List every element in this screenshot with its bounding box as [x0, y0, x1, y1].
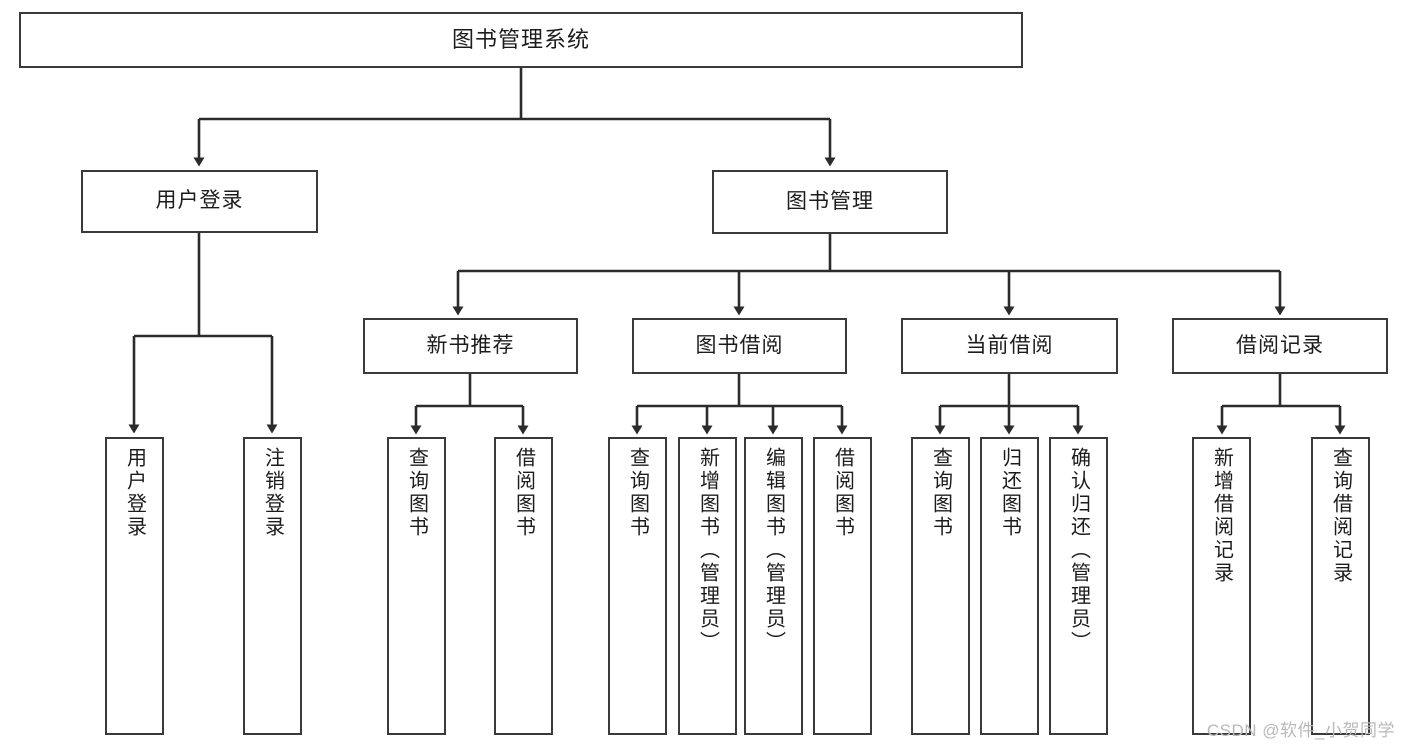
- node-label: 图书管理: [786, 189, 874, 213]
- csdn-watermark: CSDN @软件_小贺同学: [1206, 721, 1395, 740]
- node-leaf-add-borrow-record[interactable]: 新增借阅记录: [1192, 437, 1251, 735]
- node-label: 当前借阅: [965, 333, 1054, 357]
- node-book-borrow[interactable]: 图书借阅: [632, 318, 847, 374]
- node-current-borrow[interactable]: 当前借阅: [901, 318, 1118, 374]
- node-leaf-user-login[interactable]: 用户登录: [105, 437, 164, 735]
- node-label: 图书管理系统: [451, 27, 590, 53]
- node-leaf-logout[interactable]: 注销登录: [243, 437, 302, 735]
- node-label: 确认归还（管理员）: [1067, 447, 1090, 654]
- node-leaf-add-book-admin[interactable]: 新增图书（管理员）: [678, 437, 737, 735]
- node-label: 查询图书: [929, 447, 952, 539]
- node-label: 借阅图书: [512, 447, 535, 539]
- node-label: 归还图书: [998, 447, 1021, 539]
- node-label: 编辑图书（管理员）: [762, 447, 785, 654]
- node-user-login[interactable]: 用户登录: [81, 170, 318, 233]
- node-leaf-borrow-book-rec[interactable]: 借阅图书: [494, 437, 553, 735]
- node-label: 注销登录: [261, 447, 284, 539]
- node-leaf-query-borrow-record[interactable]: 查询借阅记录: [1311, 437, 1370, 735]
- node-book-manage[interactable]: 图书管理: [712, 170, 948, 234]
- node-leaf-return-book[interactable]: 归还图书: [980, 437, 1039, 735]
- node-label: 新书推荐: [426, 333, 515, 357]
- node-book-management-system[interactable]: 图书管理系统: [19, 12, 1023, 68]
- node-label: 图书借阅: [695, 333, 784, 357]
- node-label: 借阅记录: [1236, 333, 1324, 357]
- node-label: 新增借阅记录: [1210, 447, 1233, 585]
- node-leaf-borrow-book[interactable]: 借阅图书: [813, 437, 872, 735]
- node-label: 用户登录: [123, 447, 146, 539]
- node-new-book-recommend[interactable]: 新书推荐: [363, 318, 578, 374]
- node-label: 借阅图书: [831, 447, 854, 539]
- node-leaf-confirm-return-admin[interactable]: 确认归还（管理员）: [1049, 437, 1108, 735]
- node-label: 查询图书: [405, 447, 428, 539]
- node-label: 新增图书（管理员）: [696, 447, 719, 654]
- node-leaf-query-book-current[interactable]: 查询图书: [911, 437, 970, 735]
- node-leaf-query-book-borrow[interactable]: 查询图书: [608, 437, 667, 735]
- node-borrow-record[interactable]: 借阅记录: [1172, 318, 1388, 374]
- node-label: 查询图书: [626, 447, 649, 539]
- node-leaf-edit-book-admin[interactable]: 编辑图书（管理员）: [744, 437, 803, 735]
- node-label: 用户登录: [155, 189, 244, 213]
- node-label: 查询借阅记录: [1329, 447, 1352, 585]
- node-leaf-query-book-rec[interactable]: 查询图书: [387, 437, 446, 735]
